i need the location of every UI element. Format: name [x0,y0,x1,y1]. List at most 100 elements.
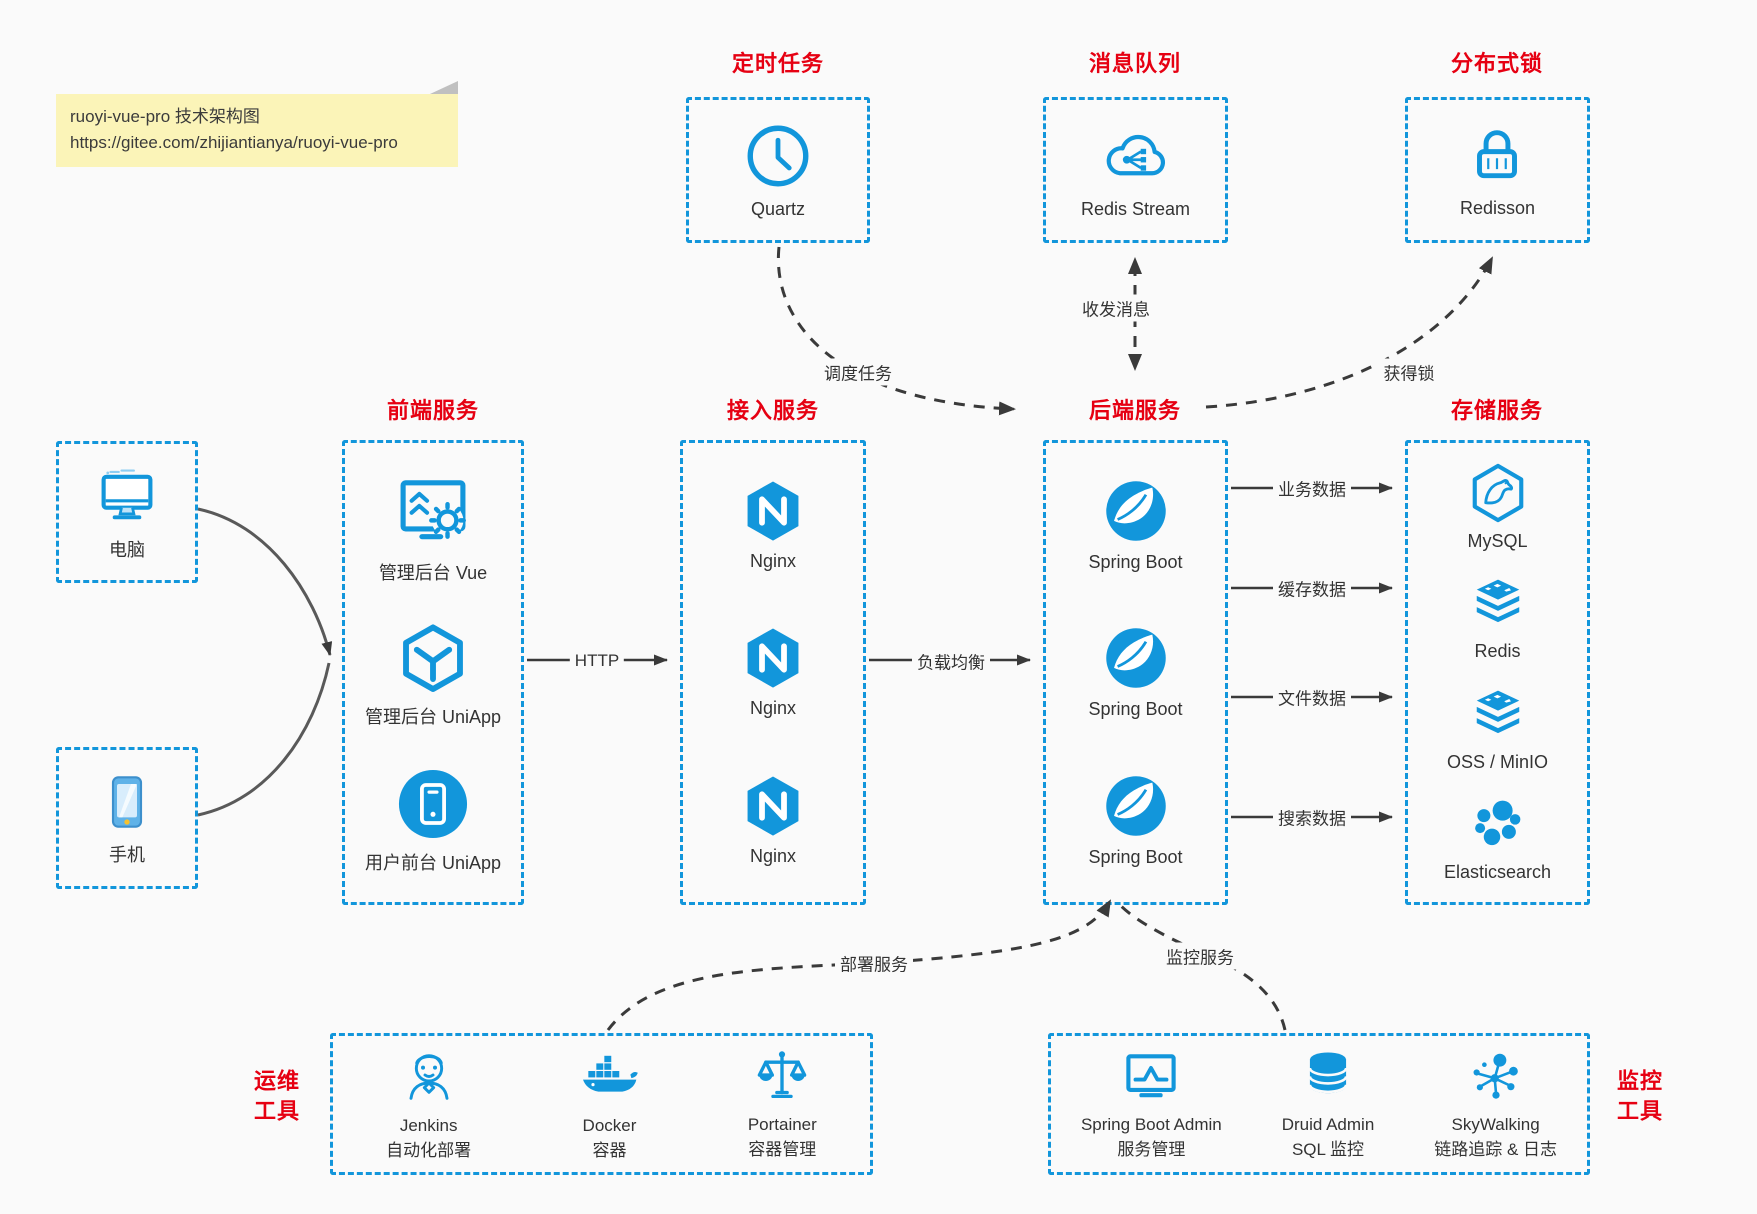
edge-label-monitor: 监控服务 [1161,942,1239,970]
elasticsearch-icon [1467,795,1527,855]
edge-label-deploy: 部署服务 [835,949,913,977]
node-spring-boot-admin: Spring Boot Admin 服务管理 [1081,1046,1222,1163]
node-skywalking: SkyWalking 链路追踪 & 日志 [1434,1046,1557,1163]
node-springboot-3: Spring Boot [1088,772,1183,868]
node-label: 电脑 [109,539,145,560]
node-label: SkyWalking 链路追踪 & 日志 [1434,1114,1558,1160]
node-label: Jenkins 自动化部署 [386,1115,472,1161]
node-label: Redisson [1459,198,1536,218]
node-label: 用户前台 UniApp [364,853,502,874]
node-portainer: Portainer 容器管理 [748,1046,817,1163]
edge-label-business-data: 业务数据 [1273,474,1351,502]
group-box-distributed-lock: Redisson [1405,97,1590,243]
node-springboot-2: Spring Boot [1088,624,1183,720]
node-mysql: MySQL [1467,462,1529,552]
node-redis-stream: Redis Stream [1081,120,1190,220]
group-title-distributed-lock: 分布式锁 [1450,51,1544,76]
desktop-icon [94,463,160,529]
lock-icon [1462,121,1532,191]
jenkins-icon [397,1045,461,1109]
smartphone-icon [95,770,159,834]
group-title-ops-tools: 运维 工具 [253,1068,301,1123]
node-jenkins: Jenkins 自动化部署 [386,1045,471,1164]
clock-icon [742,120,814,192]
group-title-gateway: 接入服务 [726,398,820,423]
client-pc: 电脑 [94,463,160,562]
group-box-message-queue: Redis Stream [1043,97,1228,243]
client-box-pc: 电脑 [56,441,198,583]
edge-label-http: HTTP [569,650,625,672]
node-label: Spring Boot [1088,699,1183,720]
node-label: Quartz [750,199,806,219]
database-icon [1297,1046,1359,1108]
node-label: 管理后台 UniApp [364,706,502,727]
node-nginx-2: Nginx [740,625,806,719]
group-title-storage: 存储服务 [1450,398,1544,423]
nginx-icon [740,773,806,839]
node-label: Redis Stream [1080,199,1191,219]
group-title-backend: 后端服务 [1088,398,1182,423]
group-box-monitor-tools: Spring Boot Admin 服务管理 Druid Admin SQL 监… [1048,1033,1590,1175]
node-user-uniapp: 用户前台 UniApp [365,766,501,875]
note-title: ruoyi-vue-pro 技术架构图 [70,107,260,126]
group-title-frontend: 前端服务 [386,398,480,423]
skywalking-icon [1465,1046,1527,1108]
node-label: 手机 [109,844,145,865]
sticky-note: ruoyi-vue-pro 技术架构图 https://gitee.com/zh… [56,81,458,167]
node-label: Elasticsearch [1443,861,1552,882]
edge-label-search-data: 搜索数据 [1273,803,1351,831]
mysql-icon [1467,462,1529,524]
group-box-backend: Spring Boot Spring Boot Spring Boot [1043,440,1228,905]
spring-boot-icon [1102,477,1170,545]
node-nginx-1: Nginx [740,478,806,572]
node-label: Spring Boot Admin 服务管理 [1080,1114,1222,1160]
edge-label-acquire-lock: 获得锁 [1378,358,1440,386]
note-url: https://gitee.com/zhijiantianya/ruoyi-vu… [70,133,398,153]
node-label: 管理后台 Vue [378,562,488,583]
edge-label-messaging: 收发消息 [1077,294,1155,322]
node-label: Nginx [749,550,797,571]
node-label: Nginx [749,698,797,719]
node-label: Spring Boot [1088,551,1183,572]
edge-label-schedule: 调度任务 [819,358,897,386]
client-box-phone: 手机 [56,747,198,889]
group-box-gateway: Nginx Nginx Nginx [680,440,866,905]
node-label: OSS / MinIO [1446,751,1549,772]
edge-label-file-data: 文件数据 [1273,683,1351,711]
client-phone: 手机 [95,770,159,867]
node-docker: Docker 容器 [577,1045,641,1164]
monitor-chart-icon [1120,1046,1182,1108]
edge-label-cache-data: 缓存数据 [1273,574,1351,602]
node-quartz: Quartz [742,120,814,220]
node-redis: Redis [1468,574,1528,662]
node-nginx-3: Nginx [740,773,806,867]
redis-stack-icon [1468,574,1528,634]
node-label: MySQL [1467,531,1528,552]
cloud-stream-icon [1097,120,1173,192]
spring-boot-icon [1102,772,1170,840]
edge-phone-to-frontend [197,662,331,817]
edge-label-load-balance: 负载均衡 [912,647,990,675]
group-box-scheduled-job: Quartz [686,97,870,243]
group-title-monitor-tools: 监控 工具 [1616,1068,1664,1123]
node-label: Druid Admin SQL 监控 [1281,1114,1375,1160]
spring-boot-icon [1102,624,1170,692]
group-title-message-queue: 消息队列 [1088,51,1182,76]
node-druid-admin: Druid Admin SQL 监控 [1281,1046,1375,1163]
edge-acquire-lock [1205,256,1494,409]
group-title-scheduled-job: 定时任务 [731,51,825,76]
node-label: Docker 容器 [582,1115,637,1161]
node-label: Nginx [749,846,797,867]
node-elasticsearch: Elasticsearch [1444,795,1551,883]
uniapp-cube-icon [396,622,470,696]
portainer-icon [751,1046,813,1108]
mobile-app-icon [395,766,471,842]
node-admin-uniapp: 管理后台 UniApp [365,622,501,729]
node-oss-minio: OSS / MinIO [1447,685,1548,773]
note-fold-corner [430,81,458,94]
group-box-storage: MySQL Redis OSS / MinIO Elasticsearch [1405,440,1590,905]
group-box-ops-tools: Jenkins 自动化部署 Docker 容器 Portainer 容器管理 [330,1033,873,1175]
node-springboot-1: Spring Boot [1088,477,1183,573]
docker-icon [577,1045,641,1109]
